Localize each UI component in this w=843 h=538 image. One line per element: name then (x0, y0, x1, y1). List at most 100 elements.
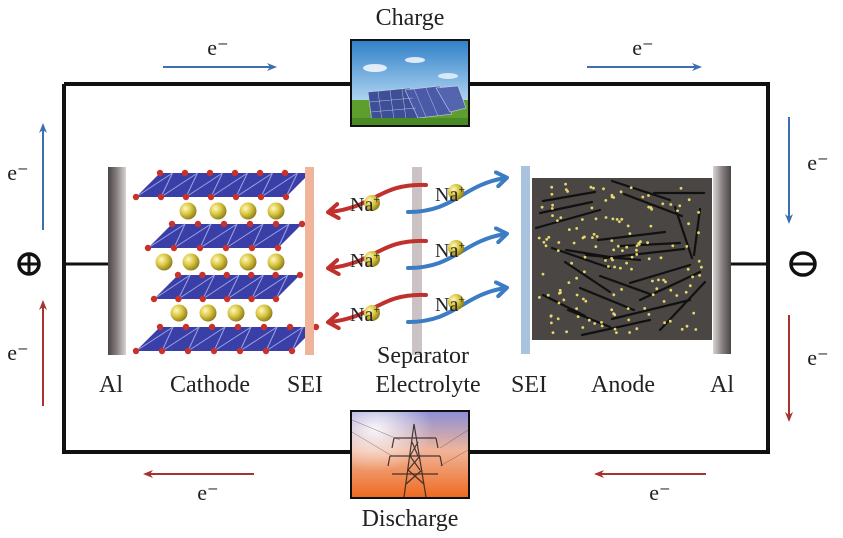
ion-charge-superscript: + (458, 292, 465, 306)
sodium-dot (684, 290, 688, 294)
sodium-dot (590, 206, 594, 210)
carbon-sheet (673, 205, 694, 260)
oxygen-atom (298, 220, 306, 228)
sodium-ion-label: Na+ (350, 248, 380, 272)
sodium-dot (551, 214, 554, 218)
sodium-dot (627, 318, 631, 322)
sodium-dot (600, 324, 604, 328)
sodium-ion (364, 305, 380, 321)
sodium-atom (170, 304, 188, 322)
sodium-dot (559, 216, 563, 220)
sodium-dot (679, 186, 683, 190)
sodium-dot (662, 278, 665, 282)
sodium-dot (610, 239, 614, 243)
sodium-dot (565, 330, 568, 334)
sodium-atom (179, 202, 197, 220)
oxygen-atom (196, 244, 204, 252)
sodium-dot (621, 249, 624, 253)
carbon-sheet (658, 280, 707, 332)
sodium-ion-label: Na+ (350, 192, 380, 216)
oxygen-atom (282, 193, 290, 201)
sodium-dot (655, 287, 659, 291)
sodium-dot (612, 293, 616, 297)
carbon-sheet (580, 318, 652, 337)
sodium-dot (537, 236, 541, 240)
carbon-sheet (622, 192, 684, 218)
sodium-dot (650, 207, 654, 211)
sodium-ion-label: Na+ (435, 292, 465, 316)
sodium-dot (610, 257, 613, 260)
oxygen-atom (206, 169, 214, 177)
cathode-current-collector-al (108, 167, 126, 355)
oxygen-atom (184, 347, 192, 355)
sodium-dot (583, 270, 586, 274)
sodium-dot (604, 199, 608, 202)
sodium-dot (615, 218, 619, 221)
oxygen-atom (199, 295, 206, 303)
label-al-left: Al (99, 372, 123, 398)
carbon-sheet (638, 270, 702, 302)
sodium-dot (641, 195, 645, 199)
sodium-atom (155, 253, 173, 271)
sodium-ion (448, 240, 464, 256)
oxygen-atom (234, 323, 242, 331)
oxygen-atom (181, 169, 189, 177)
carbon-sheet (578, 286, 636, 312)
oxygen-atom (174, 271, 182, 279)
sodium-dot (651, 279, 654, 283)
sodium-dot (595, 235, 599, 238)
sodium-dot (557, 241, 561, 244)
sodium-dot (625, 245, 629, 249)
sodium-dot (559, 291, 562, 294)
sodium-dot (556, 317, 560, 321)
oxygen-atom (182, 323, 190, 331)
sodium-dot (671, 244, 675, 248)
sodium-ion-label: Na+ (350, 302, 380, 326)
sodium-dot (592, 232, 596, 236)
oxygen-atom (220, 220, 228, 228)
electron-label-left-bottom: e⁻ (7, 340, 28, 365)
carbon-sheet (610, 179, 672, 202)
discharge-load-image (350, 410, 470, 499)
oxygen-atom (170, 244, 178, 252)
carbon-sheet (541, 190, 597, 203)
sodium-dot (647, 257, 651, 261)
oxygen-atom (175, 295, 182, 303)
cathode-oxide-layer (150, 271, 304, 303)
sodium-dot (629, 186, 633, 190)
carbon-sheet (538, 200, 594, 215)
oxygen-atom (208, 323, 216, 331)
oxygen-atom (182, 193, 190, 201)
sodium-dot (697, 259, 701, 263)
sodium-dot (647, 205, 651, 209)
sodium-dot (694, 328, 698, 331)
sodium-dot (556, 219, 559, 223)
sodium-dot (664, 280, 667, 284)
sodium-dot (600, 321, 603, 324)
separator-label: Separator (377, 343, 469, 369)
oxygen-atom (262, 347, 270, 355)
sodium-dot (562, 298, 566, 302)
anode-sei-layer (521, 166, 530, 354)
oxygen-atom (194, 220, 202, 228)
sodium-dot (551, 203, 554, 207)
discharge-label: Discharge (362, 506, 459, 532)
sodium-dot (541, 272, 545, 276)
sodium-dot (612, 248, 616, 252)
electron-label-right-bottom: e⁻ (807, 345, 828, 370)
oxygen-atom (248, 244, 256, 252)
sodium-dot (697, 231, 700, 235)
sodium-ion-label: Na+ (435, 182, 465, 206)
sodium-atom (255, 304, 273, 322)
sodium-atom (239, 202, 257, 220)
sodium-dot (626, 224, 630, 228)
sodium-dot (547, 235, 551, 239)
sodium-dot (662, 300, 666, 303)
oxygen-atom (286, 323, 294, 331)
sodium-dot (625, 261, 628, 265)
discharge-ion-arrow (326, 238, 428, 277)
sodium-dot (592, 186, 595, 190)
sodium-dot (572, 241, 576, 245)
sodium-dot (646, 241, 649, 245)
sodium-dot (564, 188, 568, 192)
